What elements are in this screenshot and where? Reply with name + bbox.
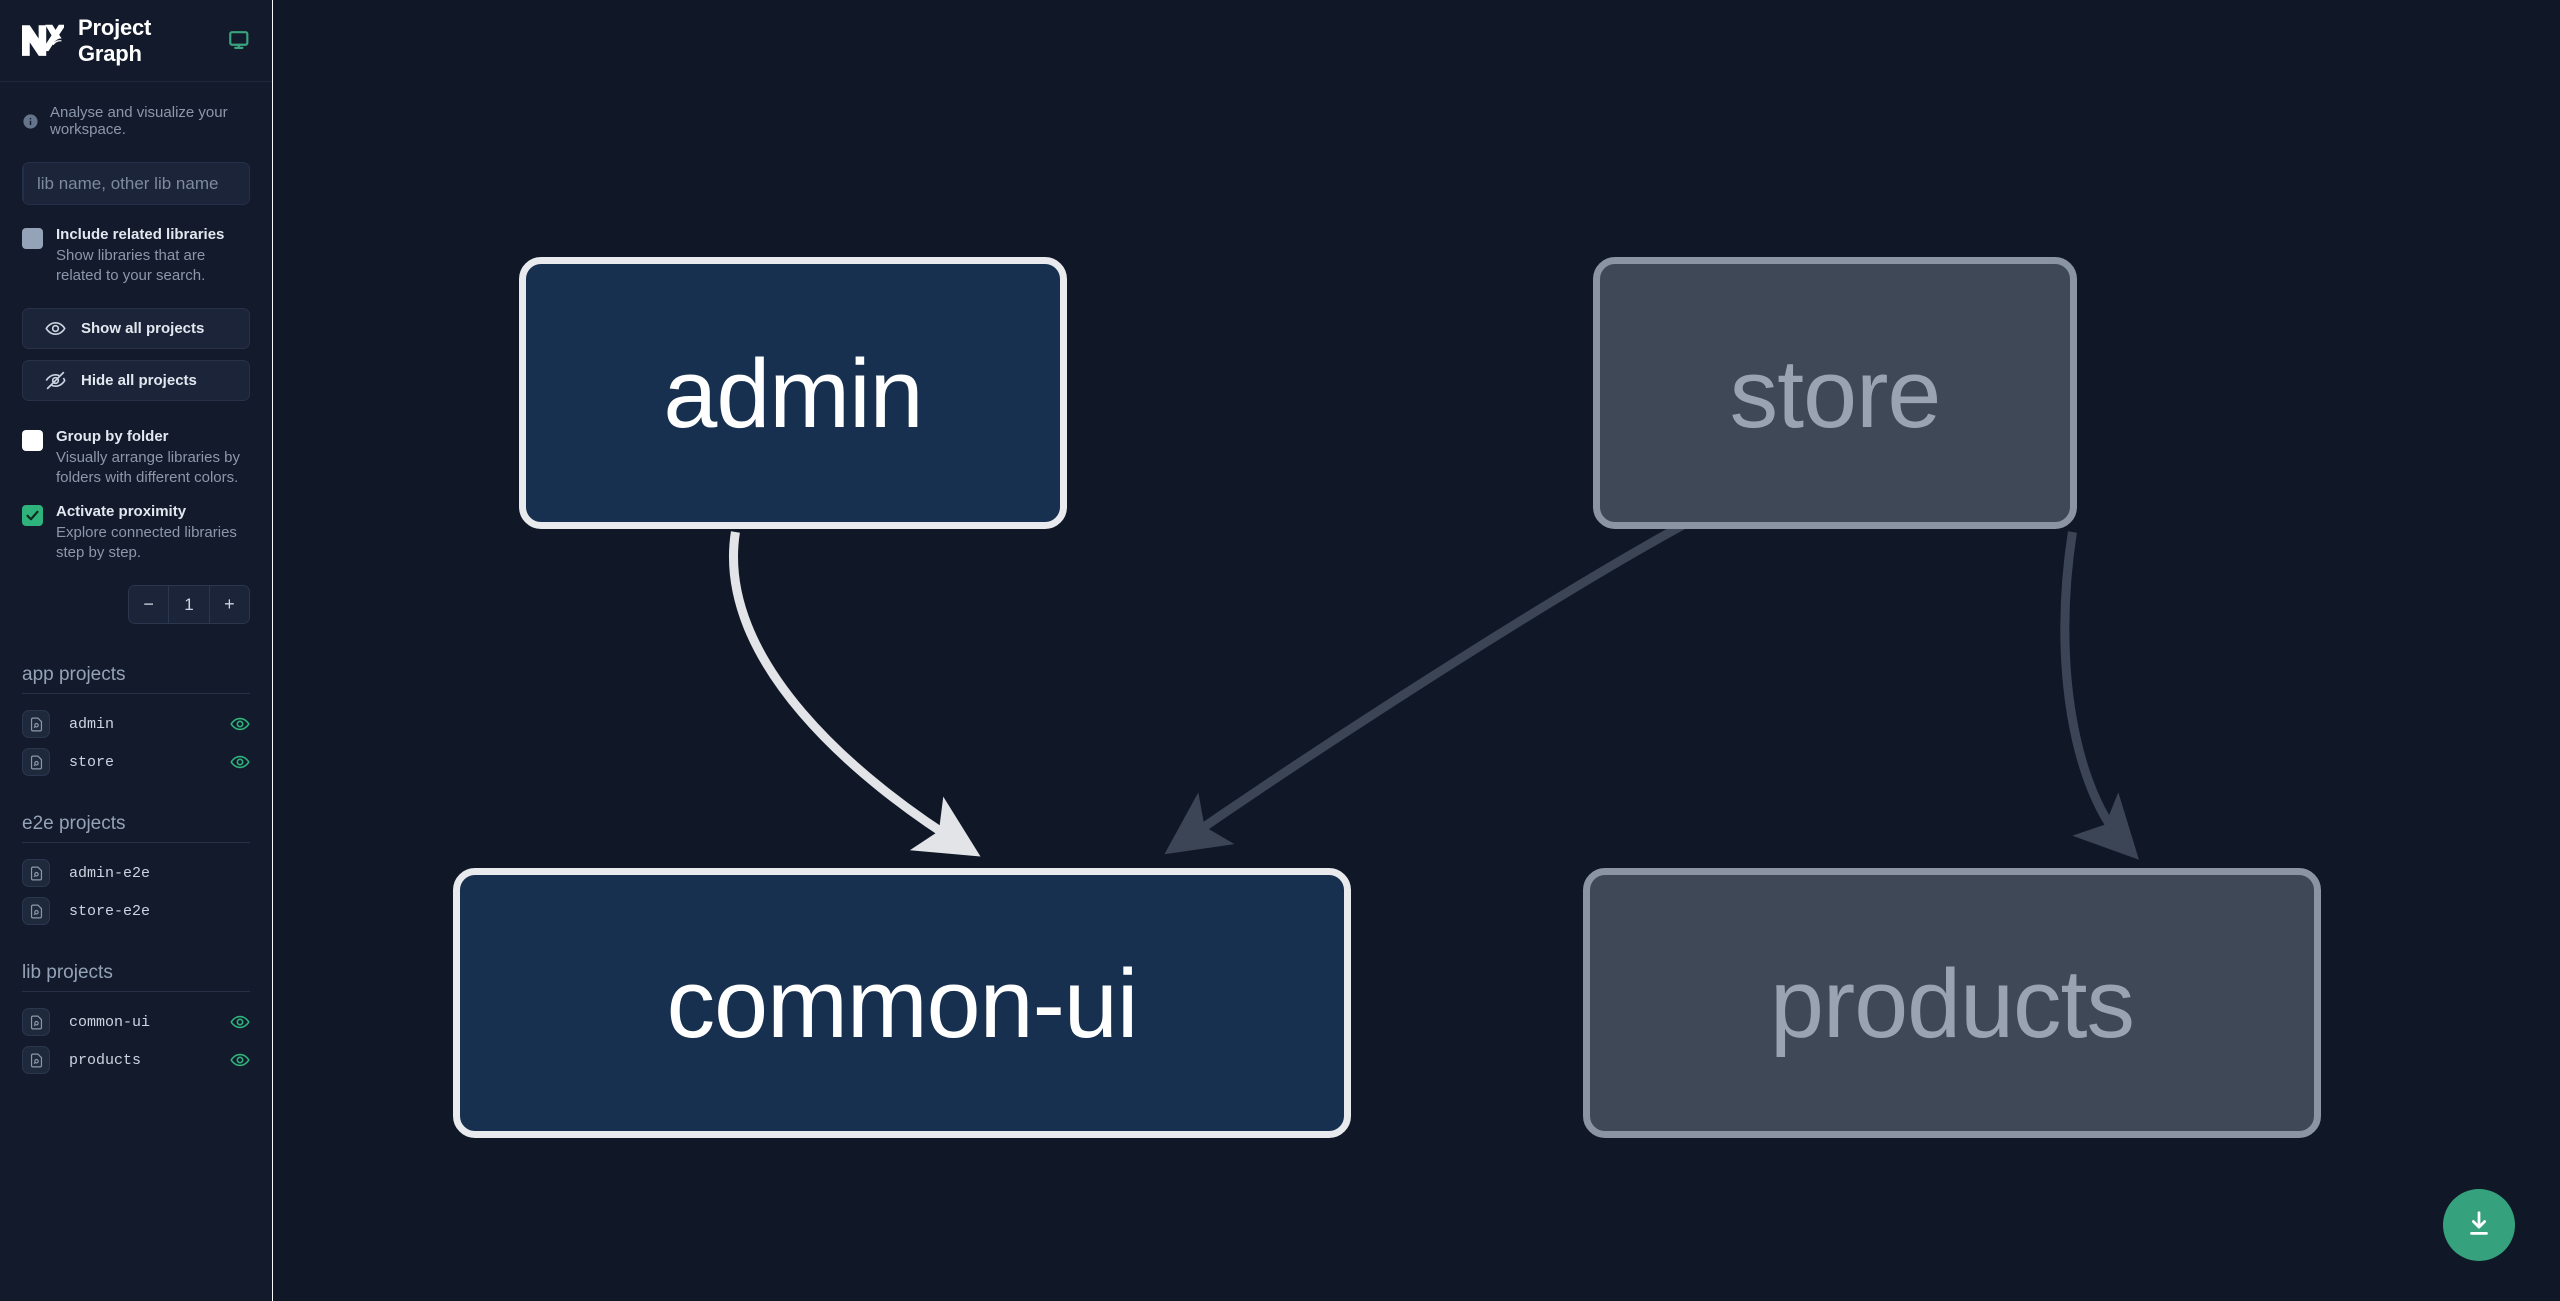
project-list-item-store[interactable]: store	[22, 743, 250, 781]
project-name: common-ui	[69, 1013, 151, 1031]
project-group-e2e-projects: e2e projects admin-e2e store-e2	[0, 813, 272, 930]
project-list-item-common-ui[interactable]: common-ui	[22, 1003, 250, 1041]
project-group-heading: lib projects	[22, 962, 250, 992]
graph-node-admin[interactable]: admin	[519, 257, 1067, 529]
activate-proximity-label: Activate proximity	[56, 503, 187, 520]
group-by-folder-desc: Visually arrange libraries by folders wi…	[56, 449, 240, 486]
tagline: Analyse and visualize your workspace.	[0, 82, 272, 138]
visibility-eye-icon[interactable]	[230, 714, 250, 734]
sidebar: Project Graph Analyse and visualize your…	[0, 0, 283, 1301]
project-group-heading: e2e projects	[22, 813, 250, 843]
edge-store-to-common-ui	[1164, 495, 1733, 855]
hide-all-projects-button[interactable]: Hide all projects	[22, 360, 250, 401]
show-all-projects-label: Show all projects	[81, 320, 205, 337]
monitor-icon[interactable]	[228, 29, 250, 53]
graph-edges	[729, 495, 2139, 860]
edge-admin-to-common-ui	[729, 531, 981, 857]
edge-store-to-products	[2060, 531, 2139, 860]
nx-logo-icon	[22, 22, 66, 60]
project-icon	[22, 897, 50, 925]
visibility-eye-icon[interactable]	[230, 1050, 250, 1070]
filter-icon	[23, 163, 24, 204]
option-include-related-libraries[interactable]: Include related libraries Show libraries…	[0, 205, 272, 286]
proximity-value: 1	[168, 586, 210, 623]
project-group-lib-projects: lib projects common-ui	[0, 962, 272, 1079]
download-icon	[2464, 1209, 2494, 1242]
project-name: store	[69, 753, 115, 771]
project-name: admin	[69, 715, 115, 733]
include-related-libraries-checkbox[interactable]	[22, 228, 43, 249]
project-name: products	[69, 1051, 142, 1069]
page-title: Project Graph	[78, 14, 152, 66]
option-activate-proximity[interactable]: Activate proximity Explore connected lib…	[0, 488, 272, 563]
sidebar-header: Project Graph	[0, 0, 272, 82]
search-field[interactable]	[22, 162, 250, 205]
graph-node-common-ui[interactable]: common-ui	[453, 868, 1351, 1138]
eye-icon	[45, 318, 66, 339]
visibility-eye-icon[interactable]	[230, 1012, 250, 1032]
project-name: admin-e2e	[69, 864, 151, 882]
project-icon	[22, 1008, 50, 1036]
project-icon	[22, 1046, 50, 1074]
graph-node-products[interactable]: products	[1583, 868, 2321, 1138]
graph-node-label: common-ui	[666, 948, 1139, 1058]
proximity-decrement-button[interactable]: −	[129, 586, 169, 623]
project-icon	[22, 710, 50, 738]
project-graph-canvas[interactable]: admin store common-ui products	[273, 0, 2560, 1301]
project-icon	[22, 859, 50, 887]
graph-node-store[interactable]: store	[1593, 257, 2077, 529]
proximity-increment-button[interactable]: +	[209, 586, 249, 623]
graph-node-label: products	[1769, 948, 2135, 1058]
group-by-folder-checkbox[interactable]	[22, 430, 43, 451]
info-icon	[22, 113, 39, 130]
option-group-by-folder[interactable]: Group by folder Visually arrange librari…	[0, 401, 272, 488]
proximity-stepper[interactable]: − 1 +	[128, 585, 250, 624]
hide-all-projects-label: Hide all projects	[81, 372, 197, 389]
project-list-item-store-e2e[interactable]: store-e2e	[22, 892, 250, 930]
show-all-projects-button[interactable]: Show all projects	[22, 308, 250, 349]
include-related-libraries-desc: Show libraries that are related to your …	[56, 247, 206, 284]
visibility-eye-icon[interactable]	[230, 752, 250, 772]
eye-off-icon	[45, 370, 66, 391]
project-group-heading: app projects	[22, 664, 250, 694]
visibility-buttons: Show all projects Hide all projects	[0, 286, 272, 401]
project-list-item-admin[interactable]: admin	[22, 705, 250, 743]
tagline-text: Analyse and visualize your workspace.	[50, 104, 228, 138]
project-icon	[22, 748, 50, 776]
include-related-libraries-label: Include related libraries	[56, 226, 225, 243]
download-graph-button[interactable]	[2443, 1189, 2515, 1261]
activate-proximity-checkbox[interactable]	[22, 505, 43, 526]
project-name: store-e2e	[69, 902, 151, 920]
graph-node-label: admin	[663, 338, 923, 448]
activate-proximity-desc: Explore connected libraries step by step…	[56, 524, 237, 561]
project-list-item-admin-e2e[interactable]: admin-e2e	[22, 854, 250, 892]
project-list-item-products[interactable]: products	[22, 1041, 250, 1079]
project-group-app-projects: app projects admin	[0, 664, 272, 781]
graph-node-label: store	[1729, 338, 1942, 448]
search-input[interactable]	[24, 163, 249, 204]
group-by-folder-label: Group by folder	[56, 428, 169, 445]
